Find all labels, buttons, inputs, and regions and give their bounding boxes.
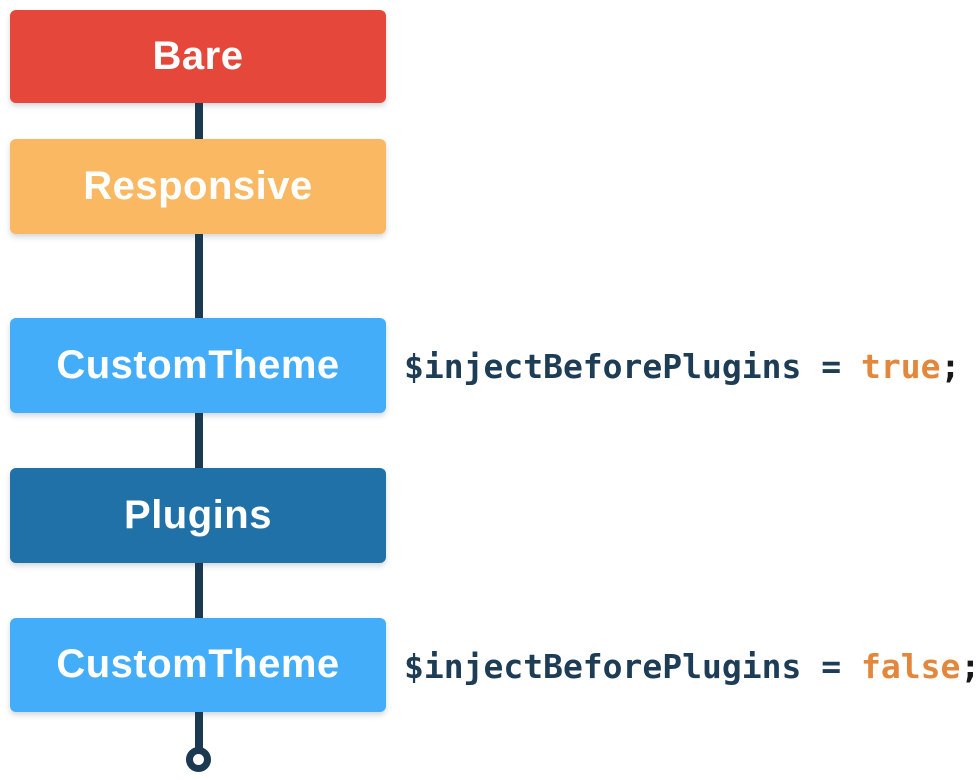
code-semicolon: ; xyxy=(960,646,980,686)
code-operator: = xyxy=(801,346,861,386)
code-variable: $injectBeforePlugins xyxy=(404,646,802,686)
code-value: false xyxy=(860,646,961,686)
node-plugins-label: Plugins xyxy=(124,492,272,537)
code-variable: $injectBeforePlugins xyxy=(404,346,802,386)
code-annotation-inject-false: $injectBeforePlugins = false; xyxy=(404,644,980,688)
code-annotation-inject-true: $injectBeforePlugins = true; xyxy=(404,344,960,388)
code-operator: = xyxy=(801,646,861,686)
flow-end-circle xyxy=(186,747,211,772)
node-bare-label: Bare xyxy=(152,33,244,78)
node-customtheme-after-label: CustomTheme xyxy=(56,642,340,686)
node-responsive: Responsive xyxy=(10,139,386,234)
node-customtheme-before-label: CustomTheme xyxy=(56,342,340,387)
node-bare: Bare xyxy=(10,10,386,103)
node-customtheme-after: CustomTheme xyxy=(10,618,386,712)
node-customtheme-before: CustomTheme xyxy=(10,318,386,413)
node-plugins: Plugins xyxy=(10,468,386,563)
code-semicolon: ; xyxy=(940,346,961,386)
code-value: true xyxy=(860,346,941,386)
node-responsive-label: Responsive xyxy=(83,163,313,208)
